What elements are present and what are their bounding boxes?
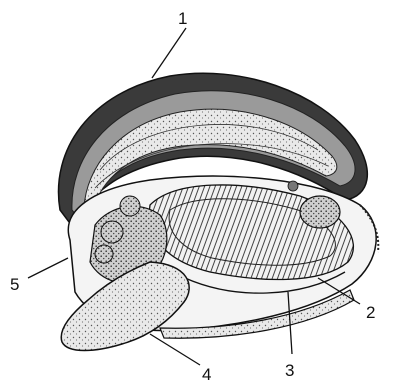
gonad-lobe xyxy=(101,221,123,243)
gonad-lobe xyxy=(120,196,140,216)
label-2: 2 xyxy=(366,303,375,322)
label-3: 3 xyxy=(285,361,294,380)
adductor-muscle xyxy=(300,196,340,228)
adductor-detail xyxy=(288,181,298,191)
label-1: 1 xyxy=(178,9,187,28)
leader-line-1 xyxy=(152,28,186,78)
gonad-lobe xyxy=(95,245,113,263)
label-5: 5 xyxy=(10,275,19,294)
leader-line-5 xyxy=(28,258,68,278)
label-4: 4 xyxy=(202,365,211,384)
